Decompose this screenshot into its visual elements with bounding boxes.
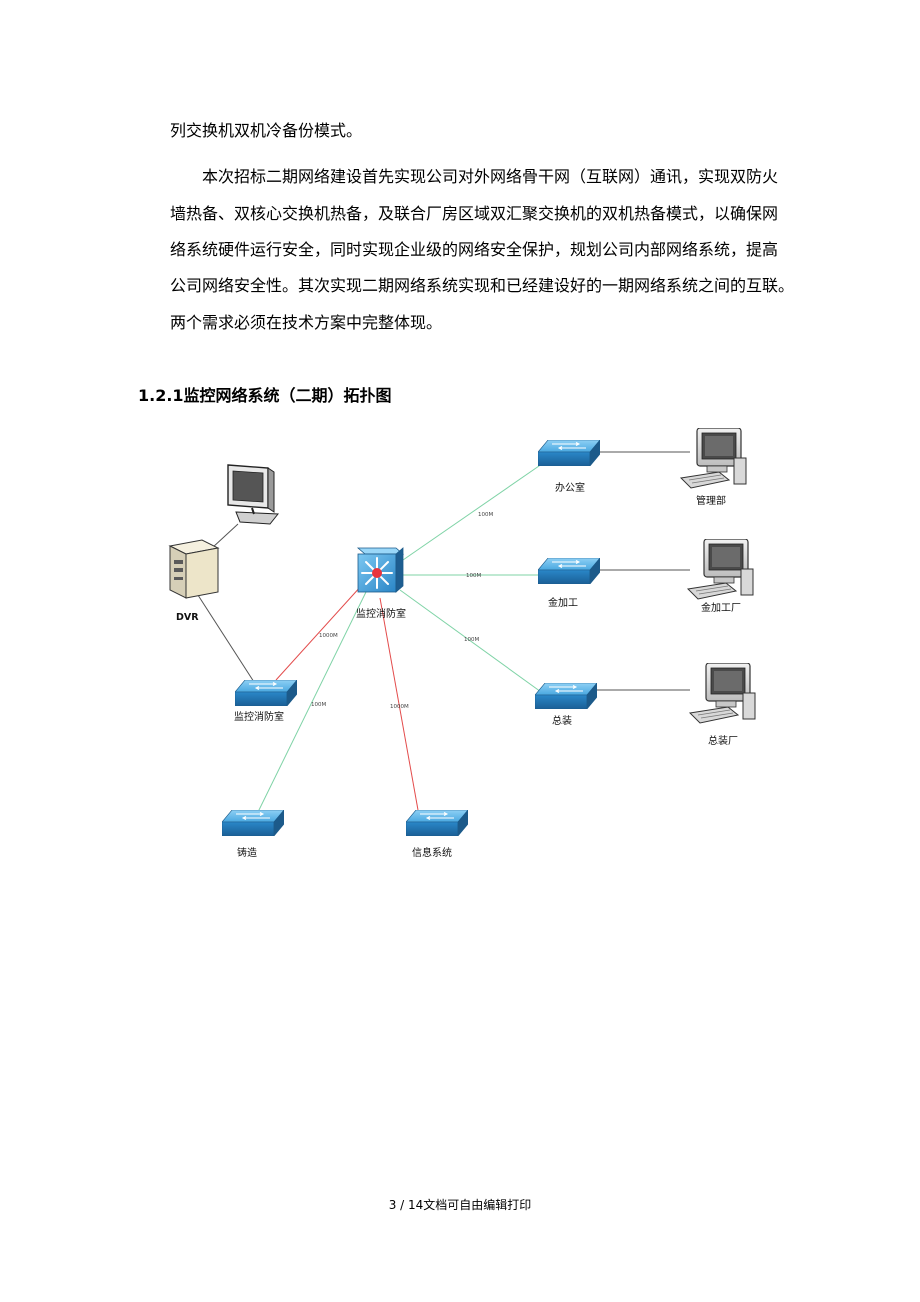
section-heading: 1.2.1监控网络系统（二期）拓扑图	[138, 386, 392, 405]
computer-icon-metal-plant	[687, 539, 754, 600]
computer-icon-assembly-plant	[689, 663, 756, 724]
link-core-info	[379, 597, 419, 811]
dvr-label: DVR	[176, 612, 199, 623]
switch-icon-info	[406, 810, 468, 836]
dvr-server-icon	[168, 539, 220, 599]
text-paragraph-line: 本次招标二期网络建设首先实现公司对外网络骨干网（互联网）通讯，实现双防火	[202, 167, 779, 186]
switch-label-info: 信息系统	[412, 846, 452, 859]
core-switch-label: 监控消防室	[356, 607, 406, 620]
text-paragraph-line: 墙热备、双核心交换机热备，及联合厂房区域双汇聚交换机的双机热备模式，以确保网	[170, 204, 779, 223]
edge-label-core-info: 1000M	[390, 704, 409, 710]
text-paragraph-line: 两个需求必须在技术方案中完整体现。	[170, 313, 443, 332]
switch-icon-metal	[538, 558, 600, 584]
edge-label-core-office: 100M	[478, 512, 493, 518]
switch-label-assembly: 总装	[552, 714, 572, 727]
link-dvr-monitor	[211, 523, 239, 549]
link-dvr-switch	[195, 591, 255, 683]
switch-icon-casting	[222, 810, 284, 836]
text-paragraph-line: 络系统硬件运行安全，同时实现企业级的网络安全保护，规划公司内部网络系统，提高	[170, 240, 779, 259]
switch-icon-office	[538, 440, 600, 466]
switch-label-metal: 金加工	[548, 596, 578, 609]
link-core-assembly	[399, 589, 549, 698]
link-core-monitor	[275, 584, 363, 681]
switch-icon-assembly	[535, 683, 597, 709]
link-core-office	[402, 456, 553, 561]
computer-icon-mgmt	[680, 428, 747, 489]
switch-icon-monitor-room	[235, 680, 297, 706]
edge-label-core-casting: 100M	[311, 702, 326, 708]
core-switch-icon	[356, 547, 405, 593]
computer-label-mgmt: 管理部	[696, 494, 726, 507]
edge-label-core-monitor: 1000M	[319, 633, 338, 639]
computer-label-assembly-plant: 总装厂	[708, 734, 738, 747]
switch-label-monitor-room: 监控消防室	[234, 710, 284, 723]
topology-diagram: 100M 100M 100M 1000M 100M 1000M DVR	[168, 428, 756, 859]
edge-label-core-assembly: 100M	[464, 637, 479, 643]
monitor-icon	[227, 464, 280, 525]
text-paragraph-line: 公司网络安全性。其次实现二期网络系统实现和已经建设好的一期网络系统之间的互联。	[170, 276, 795, 295]
switch-label-office: 办公室	[555, 481, 585, 494]
text-line-1: 列交换机双机冷备份模式。	[170, 121, 363, 140]
page-footer: 3 / 14文档可自由编辑打印	[388, 1198, 532, 1212]
edge-label-core-metal: 100M	[466, 573, 481, 579]
links	[195, 451, 690, 813]
computer-label-metal-plant: 金加工厂	[701, 601, 741, 614]
switch-label-casting: 铸造	[237, 846, 257, 859]
link-core-casting	[257, 591, 367, 813]
